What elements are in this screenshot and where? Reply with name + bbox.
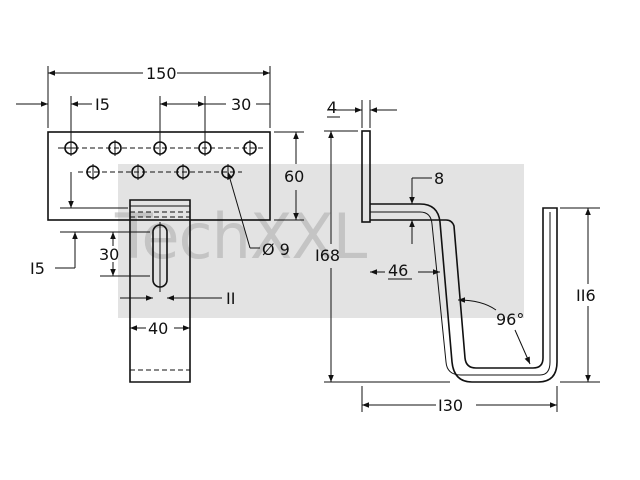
side-view: 4 I68 8 46 II6 96° I30 bbox=[315, 98, 600, 415]
dim-total-depth: I30 bbox=[438, 396, 463, 415]
dim-slot-width: II bbox=[226, 289, 235, 308]
dim-plate-height: 60 bbox=[284, 167, 304, 186]
hook-strap bbox=[129, 199, 191, 383]
dim-inner-width: 46 bbox=[388, 261, 408, 280]
dim-bend-offset: 8 bbox=[434, 169, 444, 188]
dim-hole-pitch: 30 bbox=[231, 95, 251, 114]
dim-hole-diameter: Ø 9 bbox=[262, 240, 290, 259]
dim-total-height: I68 bbox=[315, 246, 340, 265]
hook-profile-inner bbox=[370, 211, 551, 376]
dim-thickness: 4 bbox=[327, 98, 337, 117]
dim-overall-width: 150 bbox=[146, 64, 177, 83]
dim-slot-height: 30 bbox=[99, 245, 119, 264]
dim-strap-width: 40 bbox=[148, 319, 168, 338]
side-flange bbox=[361, 130, 371, 223]
watermark-box bbox=[118, 164, 524, 318]
front-view: 150 I5 30 60 Ø 9 30 I5 bbox=[16, 64, 304, 383]
mounting-plate bbox=[47, 131, 271, 221]
dim-hook-height: II6 bbox=[576, 286, 596, 305]
dim-bottom-offset: I5 bbox=[30, 259, 45, 278]
hole-row-top bbox=[63, 140, 257, 156]
dim-hole-offset: I5 bbox=[95, 95, 110, 114]
hook-profile-outer bbox=[370, 203, 558, 383]
dim-bend-angle: 96° bbox=[496, 310, 524, 329]
slot bbox=[152, 224, 168, 288]
